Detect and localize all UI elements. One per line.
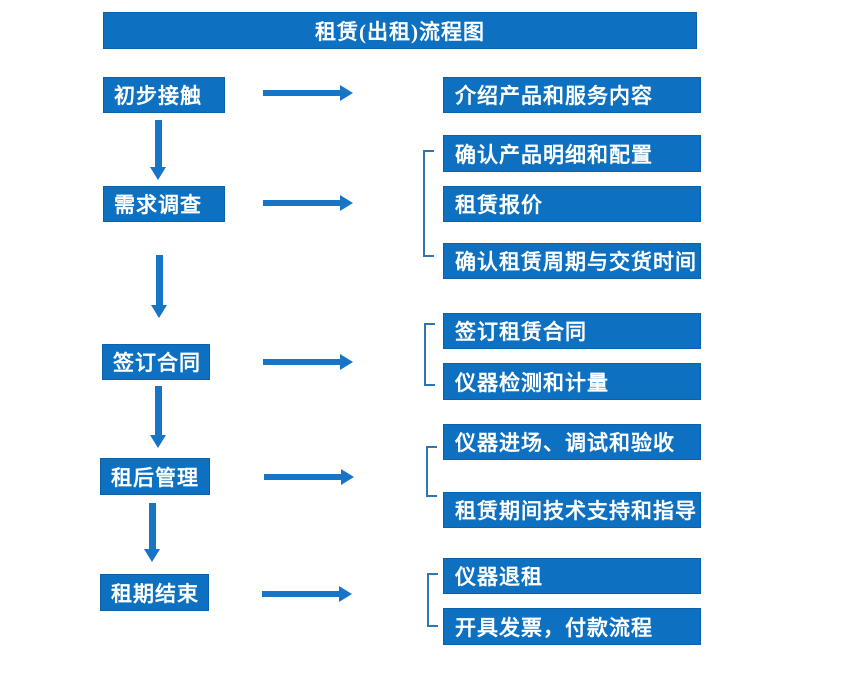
group-bracket [423, 150, 434, 257]
step-sign-contract: 签订合同 [102, 344, 210, 380]
detail-instrument-return: 仪器退租 [443, 558, 701, 594]
chart-title: 租赁(出租)流程图 [315, 19, 485, 44]
down-arrow-icon [150, 386, 166, 448]
detail-confirm-specs: 确认产品明细和配置 [443, 135, 701, 172]
right-arrow-icon [263, 354, 353, 370]
detail-instrument-inspection: 仪器检测和计量 [443, 363, 701, 400]
detail-intro-products: 介绍产品和服务内容 [443, 77, 701, 113]
right-arrow-icon [263, 195, 353, 211]
detail-invoice-payment: 开具发票，付款流程 [443, 608, 701, 645]
detail-tech-support: 租赁期间技术支持和指导 [443, 492, 701, 528]
down-arrow-icon [151, 255, 167, 318]
step-rental-end: 租期结束 [100, 574, 209, 611]
detail-confirm-period: 确认租赁周期与交货时间 [443, 243, 701, 279]
down-arrow-icon [144, 503, 160, 562]
detail-rental-quote: 租赁报价 [443, 186, 701, 222]
group-bracket [427, 573, 438, 627]
detail-sign-rental-contract: 签订租赁合同 [443, 313, 701, 349]
step-post-rental-management: 租后管理 [100, 458, 210, 495]
group-bracket [426, 446, 437, 497]
right-arrow-icon [263, 85, 353, 101]
step-initial-contact: 初步接触 [103, 77, 225, 113]
right-arrow-icon [262, 586, 352, 602]
group-bracket [424, 323, 435, 386]
chart-title-bar: 租赁(出租)流程图 [103, 12, 697, 49]
down-arrow-icon [150, 120, 166, 180]
right-arrow-icon [264, 469, 354, 485]
detail-instrument-setup: 仪器进场、调试和验收 [443, 424, 701, 460]
step-demand-survey: 需求调查 [103, 186, 225, 222]
